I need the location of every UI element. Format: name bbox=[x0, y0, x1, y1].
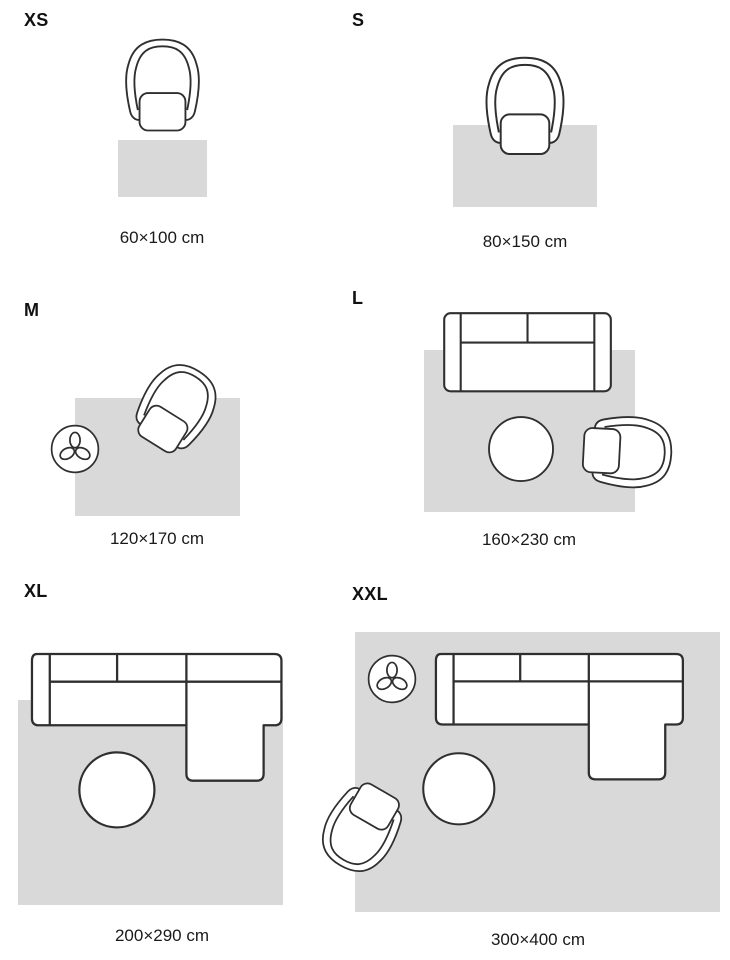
scene-s bbox=[453, 56, 597, 207]
coffee-table-icon bbox=[422, 752, 496, 826]
plant-table-icon bbox=[367, 654, 417, 704]
armchair-icon bbox=[125, 38, 200, 132]
dimension-label-m: 120×170 cm bbox=[109, 529, 205, 548]
size-label-xl: XL bbox=[24, 581, 48, 601]
scene-l bbox=[424, 312, 674, 512]
rug bbox=[118, 140, 207, 197]
armchair-icon bbox=[485, 56, 565, 155]
plant-table-icon bbox=[50, 424, 100, 474]
scene-xl bbox=[18, 652, 283, 905]
scene-xxl bbox=[309, 632, 720, 912]
coffee-table-icon bbox=[78, 751, 156, 829]
scene-xs bbox=[118, 38, 207, 197]
size-label-xxl: XXL bbox=[352, 584, 388, 604]
scene-m bbox=[50, 352, 240, 516]
coffee-table-icon bbox=[488, 416, 554, 482]
size-label-xs: XS bbox=[24, 10, 49, 30]
dimension-label-l: 160×230 cm bbox=[481, 530, 577, 549]
size-label-m: M bbox=[24, 300, 40, 320]
armchair-icon bbox=[580, 413, 674, 491]
dimension-label-s: 80×150 cm bbox=[482, 232, 568, 251]
dimension-label-xs: 60×100 cm bbox=[119, 228, 205, 247]
sofa-icon bbox=[443, 312, 612, 393]
dimension-label-xxl: 300×400 cm bbox=[490, 930, 586, 949]
size-label-l: L bbox=[352, 288, 364, 308]
dimension-label-xl: 200×290 cm bbox=[114, 926, 210, 945]
size-label-s: S bbox=[352, 10, 365, 30]
